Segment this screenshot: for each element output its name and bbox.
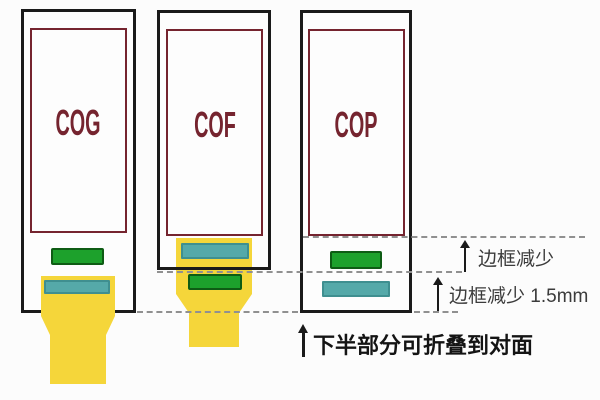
cop-module-outline: COP xyxy=(300,10,412,313)
bezel-reduced-label: 边框减少 xyxy=(478,249,555,270)
up-arrow-icon xyxy=(433,277,443,311)
cog-driver-chip xyxy=(51,248,104,265)
bezel-reduced-mm-label: 边框减少 1.5mm xyxy=(449,286,589,307)
cop-label: COP xyxy=(335,103,378,145)
cof-connector-bar xyxy=(181,243,249,259)
cog-connector-bar xyxy=(44,280,110,294)
cof-display-area: COF xyxy=(166,29,263,236)
dashed-guide-line-display-bottom xyxy=(303,236,585,238)
cof-module-outline: COF xyxy=(157,10,271,270)
dashed-guide-line-cof-bottom xyxy=(157,271,462,273)
cof-driver-chip xyxy=(188,274,242,290)
cog-flex-cable xyxy=(41,276,115,384)
dashed-guide-line-cog-bottom-left xyxy=(137,311,298,313)
cog-display-area: COG xyxy=(30,28,127,233)
dashed-guide-line-cog-bottom-right xyxy=(414,311,458,313)
cop-display-area: COP xyxy=(308,29,405,236)
cof-label: COF xyxy=(193,103,236,145)
cof-module-bottom-edge xyxy=(157,267,271,270)
cog-module-outline: COG xyxy=(21,9,136,313)
up-arrow-icon xyxy=(298,324,308,357)
cop-driver-chip xyxy=(330,251,382,269)
cog-label: COG xyxy=(55,101,102,143)
fold-note-label: 下半部分可折叠到对面 xyxy=(313,333,534,358)
cop-connector-bar xyxy=(322,281,390,297)
up-arrow-icon xyxy=(460,240,470,272)
